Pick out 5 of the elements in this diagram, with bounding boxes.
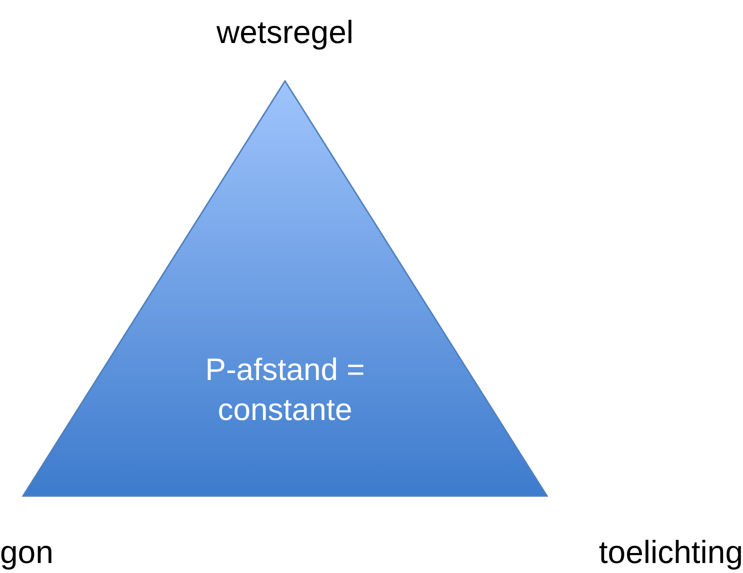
corner-label: toelichting — [598, 534, 743, 570]
triangle-shape — [22, 80, 548, 497]
node-text: P-afstand = constante — [204, 351, 366, 429]
corner-label: wetsregel — [216, 14, 354, 50]
corner-label: gon — [0, 534, 54, 570]
